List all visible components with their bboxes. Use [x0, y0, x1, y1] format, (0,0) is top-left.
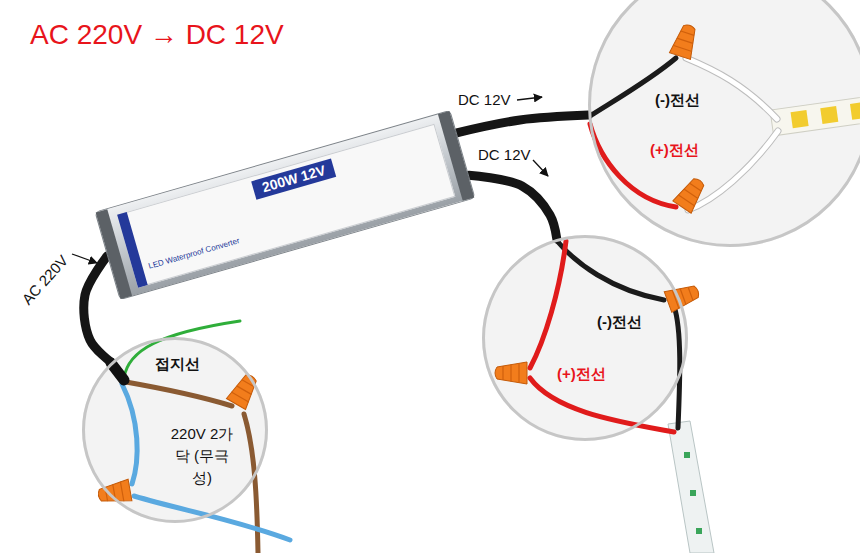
wire-nut: [97, 479, 132, 506]
positive-wire: [530, 378, 674, 432]
wire-nut: [664, 281, 702, 313]
strip-wire-outline: [688, 131, 778, 210]
led-chip: [690, 490, 696, 496]
positive-wire: [530, 241, 566, 368]
cable-label: AC 220V: [18, 252, 72, 309]
detail-ground: [482, 235, 688, 441]
led-chip: [820, 106, 838, 124]
detail-ground: [588, 0, 860, 247]
strip-wire: [688, 131, 778, 210]
led-chip: [696, 528, 702, 534]
diagram-title: AC 220V → DC 12V: [30, 18, 284, 52]
led-strip: [668, 421, 714, 553]
negative-wire: [674, 306, 680, 428]
negative-wire: [558, 242, 664, 300]
wire-label: (+)전선: [555, 365, 608, 383]
power-supply: 200W 12VLED Waterproof Converter: [94, 110, 475, 300]
detail-circle: (-)전선 (+)전선: [482, 235, 688, 441]
leader-arrow: [72, 254, 97, 263]
strip-wire-outline: [686, 58, 777, 119]
strip-base: [770, 96, 860, 136]
led-chip: [850, 102, 860, 120]
cable: [469, 175, 557, 239]
cable-label: DC 12V: [478, 146, 531, 164]
cable-label: DC 12V: [458, 91, 511, 109]
ground-wire: [124, 321, 240, 378]
led-strip: [770, 96, 860, 136]
positive-wire: [590, 124, 676, 207]
led-chip: [791, 110, 809, 128]
wire-nut: [673, 174, 709, 213]
detail-circle: 접지선 220V 2가닥 (무극성): [82, 337, 268, 523]
wire-label: 접지선: [153, 355, 202, 373]
detail-circle: (-)전선 (+)전선: [588, 0, 860, 247]
brown-wire: [126, 382, 232, 406]
led-chip: [684, 452, 690, 458]
cable: [84, 256, 111, 362]
wire-label: (+)전선: [648, 141, 701, 159]
blue-wire: [134, 496, 290, 540]
cable: [457, 115, 589, 133]
leader-arrow: [517, 97, 542, 100]
wire-nut: [670, 22, 701, 59]
brown-wire: [244, 414, 258, 553]
wire-nut: [495, 362, 527, 384]
wire-nut: [226, 371, 261, 410]
wire-label: (-)전선: [595, 313, 644, 331]
leader-arrow: [533, 160, 548, 176]
wire-label: (-)전선: [653, 91, 702, 109]
blue-wire: [122, 384, 137, 484]
strip-wire: [686, 58, 777, 119]
wire-note: 220V 2가닥 (무극성): [167, 423, 237, 489]
